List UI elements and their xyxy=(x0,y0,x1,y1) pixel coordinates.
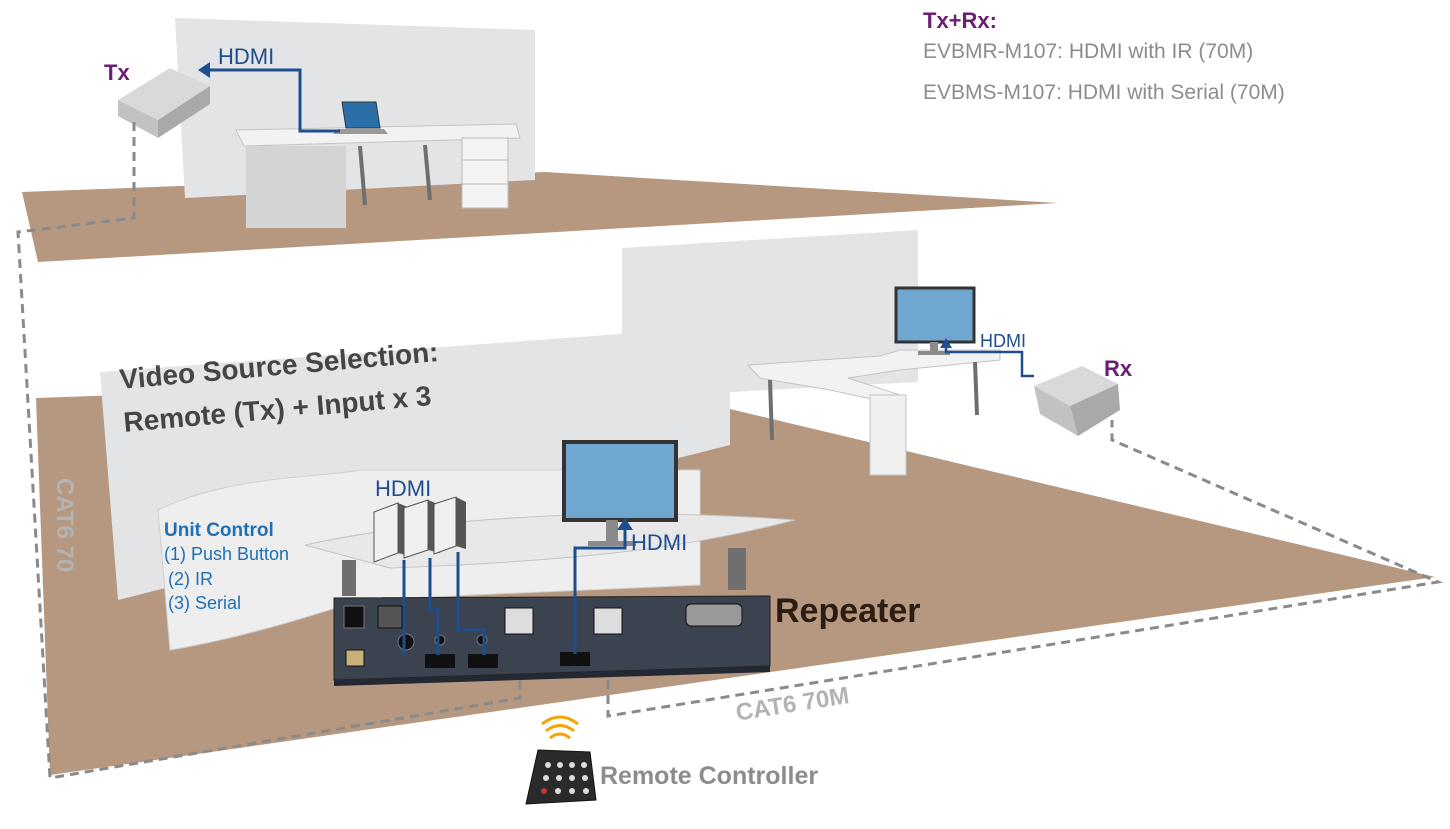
unit-control-item-1: (1) Push Button xyxy=(164,544,290,564)
remote-control xyxy=(525,749,597,805)
rx-label: Rx xyxy=(1104,356,1133,381)
hdmi-label-monitor: HDMI xyxy=(631,530,688,555)
hdmi-arrow-rx xyxy=(940,338,952,348)
legend-line-1: EVBMR-M107: HDMI with IR (70M) xyxy=(923,40,1254,63)
tx-device xyxy=(118,68,210,138)
bottom-wall-right xyxy=(622,230,918,398)
unit-control-item-3: (3) Serial xyxy=(168,593,242,613)
hdmi-line-rx xyxy=(944,345,1034,378)
cat6-label-left: CAT6 70 xyxy=(51,478,78,573)
legend-title: Tx+Rx: xyxy=(923,8,997,33)
rx-desk xyxy=(746,349,1001,476)
source-pcs xyxy=(373,496,466,563)
hdmi-lines-repeater xyxy=(402,526,627,655)
hdmi-arrow-top xyxy=(198,62,210,78)
hdmi-arrow-monitor xyxy=(617,518,633,530)
hdmi-line-top xyxy=(206,68,340,133)
laptop xyxy=(333,101,388,134)
hdmi-label-rx-desk: HDMI xyxy=(980,331,1026,351)
rx-device xyxy=(1034,366,1120,436)
hdmi-label-top-office: HDMI xyxy=(218,44,275,69)
main-monitor xyxy=(562,440,678,546)
unit-control-item-2: (2) IR xyxy=(168,569,213,589)
legend-line-2: EVBMS-M107: HDMI with Serial (70M) xyxy=(923,81,1285,104)
remote-controller-label: Remote Controller xyxy=(600,762,819,790)
hdmi-label-sources: HDMI xyxy=(375,476,432,501)
unit-control-title: Unit Control xyxy=(164,520,274,541)
cat6-cables xyxy=(16,122,1444,780)
ir-signal-icon xyxy=(541,715,579,740)
top-desk xyxy=(235,123,521,228)
repeater-unit xyxy=(333,595,771,686)
repeater-label: Repeater xyxy=(775,592,921,630)
tx-label: Tx xyxy=(104,60,130,85)
rx-monitor xyxy=(894,286,976,355)
